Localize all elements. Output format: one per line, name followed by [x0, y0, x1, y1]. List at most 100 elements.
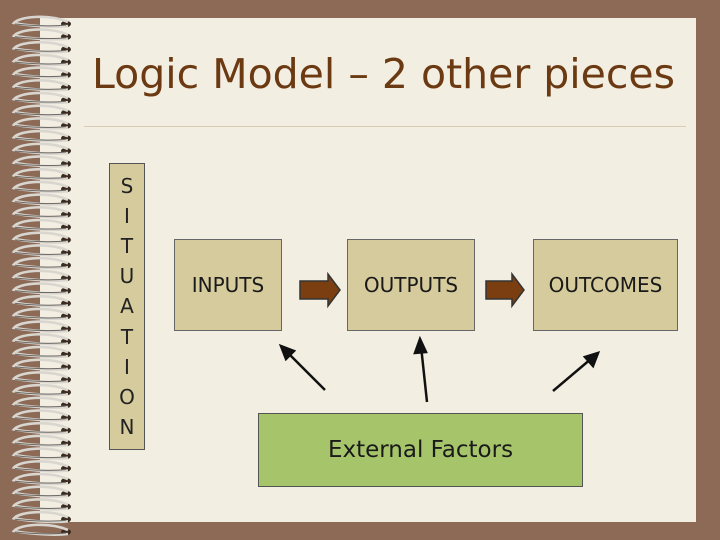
binding-ring	[11, 485, 69, 498]
binding-ring	[11, 66, 69, 79]
inputs-to-outputs-arrow	[299, 271, 341, 309]
binding-ring	[11, 282, 69, 295]
binding-ring-shade	[14, 264, 67, 268]
binding-ring-shade	[14, 36, 67, 40]
binding-ring-shade	[14, 290, 67, 294]
situation-letter: U	[119, 264, 135, 289]
binding-ring-shade	[14, 493, 67, 497]
binding-ring-shade	[14, 112, 67, 116]
binding-ring-shade	[14, 239, 67, 243]
binding-ring-shade	[14, 87, 67, 90]
binding-ring-shade	[14, 518, 67, 522]
binding-ring	[11, 155, 69, 168]
binding-ring	[11, 307, 69, 321]
binding-ring	[11, 193, 69, 206]
external-to-inputs-arrow	[286, 351, 326, 391]
binding-ring-shade	[14, 74, 67, 78]
binding-ring-shade	[14, 328, 67, 332]
binding-ring	[11, 28, 69, 41]
binding-ring	[11, 269, 69, 282]
outcomes-box: OUTCOMES	[533, 239, 678, 331]
binding-ring-shade	[14, 341, 67, 344]
binding-ring	[11, 383, 69, 397]
binding-ring-shade	[14, 379, 67, 382]
situation-letter: I	[124, 354, 130, 379]
binding-ring-shade	[14, 353, 67, 357]
binding-ring	[11, 206, 69, 219]
binding-ring	[11, 371, 69, 384]
binding-ring-shade	[14, 315, 67, 319]
binding-ring	[11, 91, 69, 105]
binding-ring-shade	[14, 506, 67, 509]
situation-letter: T	[120, 234, 134, 259]
arrowhead-icon	[582, 351, 601, 369]
title-divider	[84, 126, 686, 127]
binding-ring	[11, 15, 69, 28]
binding-ring	[11, 256, 69, 270]
inputs-box: INPUTS	[174, 239, 282, 331]
binding-ring	[11, 218, 69, 232]
slide-title: Logic Model – 2 other pieces	[92, 50, 676, 98]
binding-ring-shade	[14, 252, 67, 255]
situation-letter: N	[119, 414, 135, 439]
binding-ring-shade	[14, 214, 67, 217]
binding-ring	[11, 104, 69, 117]
outputs-to-outcomes-arrow	[485, 271, 525, 309]
binding-ring-shade	[14, 175, 67, 179]
situation-letter: S	[120, 174, 134, 199]
binding-ring-shade	[14, 302, 67, 306]
binding-ring-shade	[14, 99, 67, 103]
binding-ring	[11, 231, 69, 244]
binding-ring	[11, 53, 69, 67]
external-to-outcomes-arrow	[552, 357, 593, 392]
spiral-binding	[11, 15, 71, 536]
binding-ring-shade	[14, 391, 67, 395]
situation-letter: A	[120, 294, 134, 319]
binding-ring-shade	[14, 468, 67, 471]
binding-ring	[11, 117, 69, 130]
binding-ring-shade	[14, 417, 67, 421]
binding-ring-shade	[14, 48, 67, 52]
binding-ring-shade	[14, 455, 67, 459]
binding-ring-shade	[14, 277, 67, 281]
binding-ring-shade	[14, 404, 67, 408]
binding-ring	[11, 523, 69, 536]
binding-ring	[11, 396, 69, 409]
binding-ring	[11, 460, 69, 473]
binding-ring	[11, 421, 69, 435]
situation-letter: O	[119, 384, 135, 409]
binding-ring	[11, 498, 69, 511]
binding-ring	[11, 320, 69, 333]
binding-ring	[11, 294, 69, 308]
external-to-outputs-arrow	[419, 345, 429, 403]
binding-ring-shade	[14, 226, 67, 230]
binding-ring	[11, 358, 69, 371]
binding-ring	[11, 180, 69, 194]
binding-ring	[11, 79, 69, 92]
binding-ring-shade	[14, 429, 67, 433]
binding-ring-shade	[14, 150, 67, 154]
binding-ring-shade	[14, 201, 67, 205]
binding-ring-shade	[14, 23, 67, 27]
binding-ring-shade	[14, 442, 67, 446]
binding-ring	[11, 333, 69, 346]
binding-ring	[11, 409, 69, 422]
binding-ring	[11, 447, 69, 460]
binding-ring	[11, 472, 69, 486]
binding-ring-shade	[14, 61, 67, 65]
binding-ring	[11, 510, 69, 524]
binding-ring	[11, 167, 69, 181]
binding-ring	[11, 434, 69, 448]
situation-letter: I	[124, 204, 130, 229]
situation-letter: T	[120, 324, 134, 349]
outputs-box: OUTPUTS	[347, 239, 475, 331]
binding-ring-shade	[14, 188, 67, 192]
arrowhead-icon	[278, 343, 297, 362]
binding-ring-shade	[14, 366, 67, 370]
binding-ring	[11, 345, 69, 359]
binding-ring	[11, 129, 69, 143]
binding-ring	[11, 142, 69, 155]
binding-ring-shade	[14, 480, 67, 484]
external-factors-box: External Factors	[258, 413, 583, 487]
